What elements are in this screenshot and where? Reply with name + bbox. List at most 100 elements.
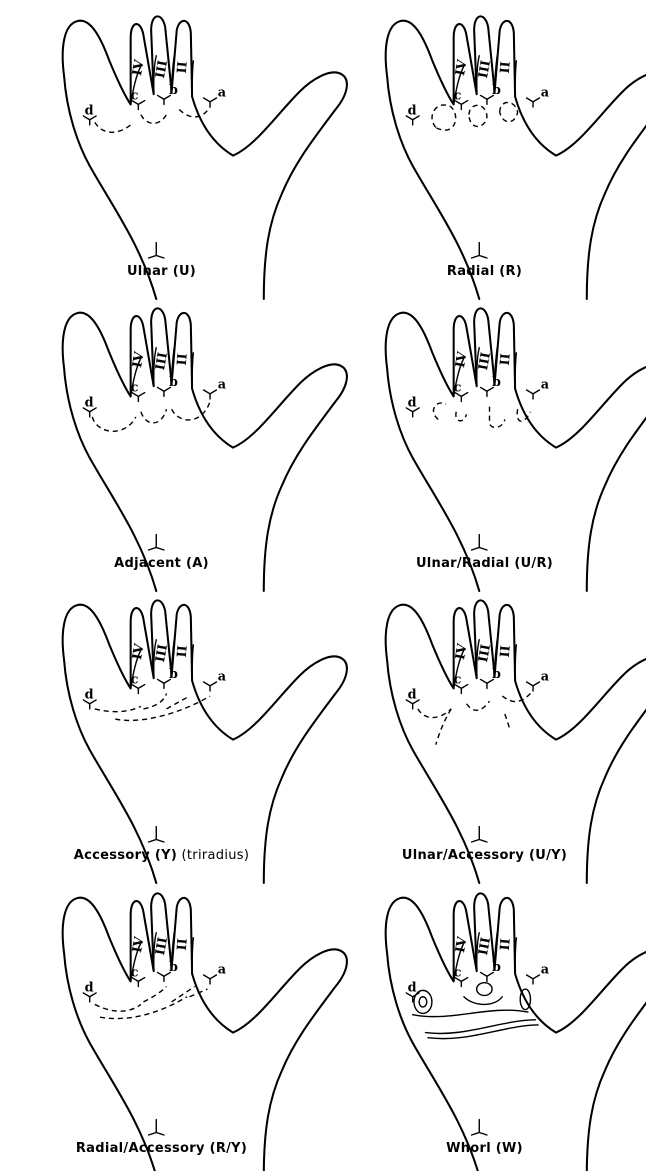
triradius-label-d: d	[408, 396, 417, 411]
caption-text: Whorl (W)	[446, 1141, 523, 1156]
pattern-line-2	[143, 987, 166, 1002]
pattern-line-2	[143, 694, 166, 709]
hand-outline	[63, 893, 347, 1171]
triradius-label-b: b	[492, 83, 501, 98]
finger-label-iv: IV	[130, 935, 148, 954]
triradius-label-a: a	[218, 963, 226, 978]
pattern-line-2	[490, 407, 505, 428]
hand-outline	[63, 308, 347, 591]
axial-triradius	[149, 827, 164, 842]
hand-outline	[386, 893, 646, 1171]
triradius-label-c: c	[131, 380, 139, 395]
finger-label-ii: II	[498, 61, 514, 74]
triradius-label-c: c	[454, 672, 462, 687]
hand-outline	[63, 600, 347, 883]
triradius-label-d: d	[85, 688, 94, 703]
triradius-label-b: b	[169, 667, 178, 682]
caption-text: Ulnar/Accessory (U/Y)	[402, 848, 567, 863]
panel-caption: Radial (R)	[323, 264, 646, 279]
caption-text: Radial/Accessory (R/Y)	[76, 1141, 247, 1156]
triradius-label-a: a	[218, 670, 226, 685]
triradius-a	[527, 98, 540, 107]
finger-label-iv: IV	[453, 58, 471, 77]
finger-crease-3	[192, 938, 193, 974]
pattern-line-1	[469, 105, 487, 126]
pattern-line-0	[95, 1004, 141, 1011]
panel-caption: Adjacent (A)	[0, 556, 323, 571]
finger-label-iii: III	[476, 936, 494, 956]
axial-triradius	[472, 535, 487, 550]
triradius-a	[527, 390, 540, 399]
pattern-line-0	[95, 122, 131, 132]
whorl-loop	[414, 990, 432, 1013]
triradius-label-a: a	[541, 378, 549, 393]
finger-label-ii: II	[175, 61, 191, 74]
triradius-label-d: d	[85, 396, 94, 411]
finger-label-ii: II	[175, 353, 191, 366]
panel-caption: Ulnar/Accessory (U/Y)	[323, 848, 646, 863]
finger-label-ii: II	[175, 938, 191, 951]
pattern-line-4	[505, 714, 510, 729]
panel-caption: Radial/Accessory (R/Y)	[0, 1141, 323, 1156]
finger-label-iii: III	[153, 643, 171, 663]
finger-label-iv: IV	[453, 350, 471, 369]
finger-label-iii: III	[476, 351, 494, 371]
finger-label-iv: IV	[130, 642, 148, 661]
triradius-label-a: a	[541, 86, 549, 101]
pattern-line-3	[502, 694, 530, 702]
finger-label-iv: IV	[130, 58, 148, 77]
caption-text: Ulnar/Radial (U/R)	[416, 556, 553, 571]
triradius-a	[527, 682, 540, 691]
whorl-ridge	[464, 997, 502, 1005]
panel-caption: Ulnar/Radial (U/R)	[323, 556, 646, 571]
triradius-label-b: b	[169, 375, 178, 390]
finger-crease-3	[192, 61, 193, 97]
hand-outline	[386, 308, 646, 591]
panel-caption: Ulnar (U)	[0, 264, 323, 279]
triradius-label-a: a	[541, 963, 549, 978]
finger-label-iii: III	[476, 643, 494, 663]
finger-label-iv: IV	[130, 350, 148, 369]
triradius-label-c: c	[454, 965, 462, 980]
hand-outline	[386, 600, 646, 883]
whorl-ridge	[413, 1010, 528, 1016]
caption-text: Accessory (Y)	[74, 848, 177, 863]
triradius-label-d: d	[408, 981, 417, 996]
finger-label-iii: III	[476, 59, 494, 79]
pattern-line-2	[179, 107, 210, 117]
hand-drawing: IVIIIIIdcba	[0, 584, 323, 846]
triradius-label-d: d	[408, 104, 417, 119]
pattern-line-0	[95, 706, 141, 711]
axial-triradius	[472, 243, 487, 258]
pattern-line-1	[141, 115, 167, 124]
pattern-line-0	[92, 417, 136, 431]
axial-triradius	[149, 1120, 164, 1135]
finger-label-iii: III	[153, 59, 171, 79]
pattern-line-1	[141, 409, 167, 423]
pattern-line-3	[167, 696, 190, 709]
triradius-label-b: b	[169, 960, 178, 975]
triradius-label-c: c	[131, 672, 139, 687]
triradius-label-c: c	[454, 380, 462, 395]
pattern-line-2	[500, 102, 518, 121]
whorl-core	[419, 997, 427, 1007]
caption-text: Adjacent (A)	[114, 556, 209, 571]
triradius-label-a: a	[541, 670, 549, 685]
triradius-a	[204, 98, 217, 107]
whorl-loop-c	[477, 983, 492, 996]
finger-crease-3	[515, 938, 516, 974]
finger-label-iii: III	[153, 351, 171, 371]
triradius-label-a: a	[218, 378, 226, 393]
hand-panel-ur: IVIIIIIdcbaUlnar/Radial (U/R)	[323, 292, 646, 584]
triradius-label-d: d	[85, 981, 94, 996]
pattern-line-0	[432, 105, 456, 130]
triradius-a	[204, 682, 217, 691]
finger-crease-3	[192, 645, 193, 681]
finger-crease-3	[515, 61, 516, 97]
